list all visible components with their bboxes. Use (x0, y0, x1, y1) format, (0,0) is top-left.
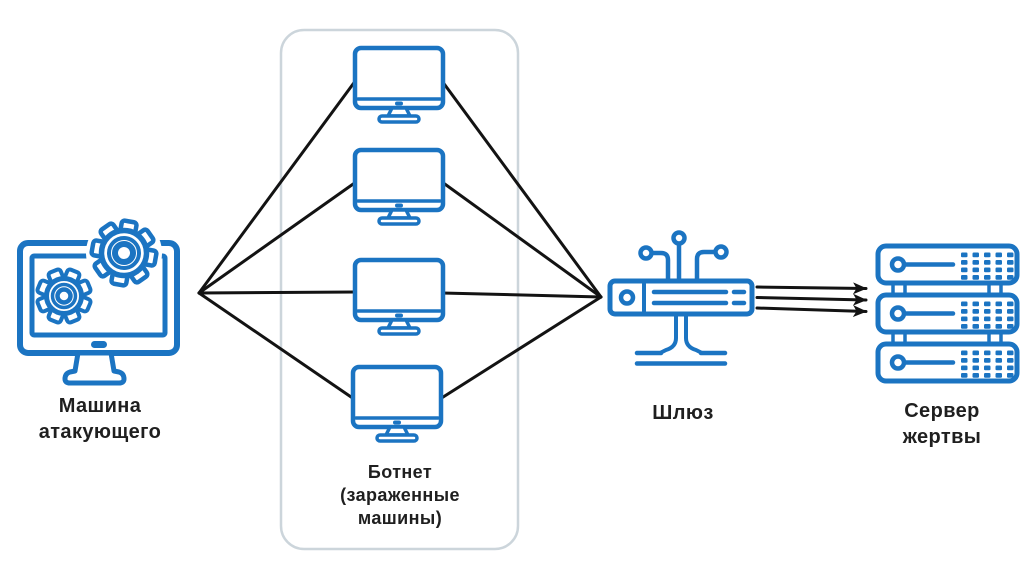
victim-server-label-line2: жертвы (902, 426, 982, 448)
botnet-computers (350, 45, 446, 443)
botnet-label: Ботнет (зараженные машины) (310, 461, 490, 530)
botnet-label-line1: Ботнет (367, 462, 433, 482)
infected-desktop-icon-2 (352, 147, 446, 226)
attack-arrows (755, 282, 868, 318)
server-unit-2 (875, 292, 1020, 335)
infected-desktop-icon-4 (350, 364, 444, 443)
victim-server-label-line1: Сервер (904, 400, 980, 422)
botnet-group-container (279, 28, 520, 551)
botnet-label-line2: (зараженные (340, 485, 460, 505)
network-gateway-icon (607, 230, 755, 366)
server-unit-1 (875, 243, 1020, 286)
small-gear-icon (35, 267, 93, 325)
attacker-to-botnet-lines (197, 78, 358, 401)
botnet-to-gateway-lines (438, 79, 603, 401)
infected-desktop-icon-1 (352, 45, 446, 124)
attacker-computer-gears-icon (17, 215, 180, 386)
big-gear-icon (89, 218, 159, 288)
infected-desktop-icon-3 (352, 257, 446, 336)
victim-server-rack-icon (875, 243, 1020, 384)
gateway-label: Шлюз (623, 400, 743, 426)
server-unit-3 (875, 341, 1020, 384)
victim-server-label: Сервер жертвы (848, 398, 1024, 450)
attacker-machine-label-line1: Машина (58, 395, 142, 417)
attacker-machine-label-line2: атакующего (38, 421, 162, 443)
attacker-machine-label: Машина атакующего (10, 393, 190, 445)
botnet-label-line3: машины) (357, 508, 443, 528)
gateway-label-line1: Шлюз (652, 402, 714, 424)
